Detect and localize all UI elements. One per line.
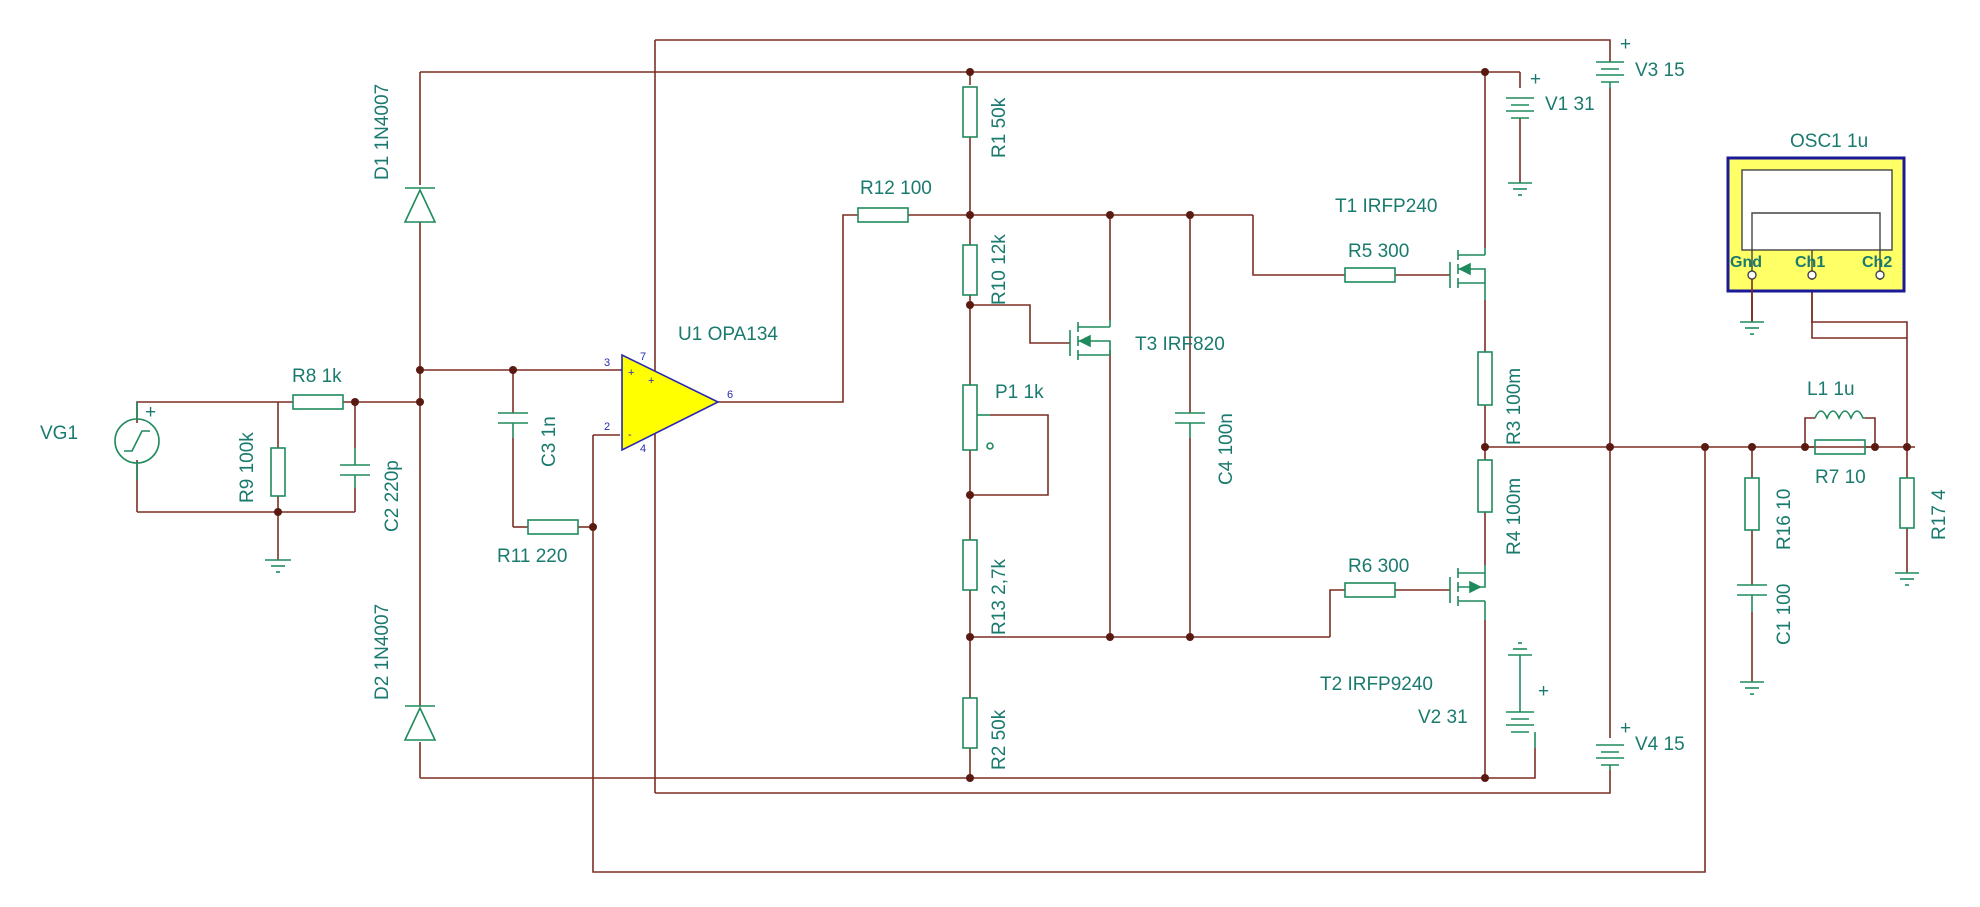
r7-resistor[interactable]: R7 10 xyxy=(1814,439,1866,488)
u1-opamp[interactable]: + + - 3 7 2 4 6 U1 OPA134 xyxy=(604,324,778,455)
p1-label: P1 1k xyxy=(995,382,1044,403)
r1-label: R1 50k xyxy=(989,97,1010,158)
r12-resistor[interactable]: R12 100 xyxy=(857,178,932,223)
c1-capacitor[interactable]: C1 100 xyxy=(1737,584,1795,695)
r17-resistor[interactable]: R17 4 xyxy=(1895,477,1950,586)
t2-mosfet[interactable]: T2 IRFP9240 xyxy=(1320,565,1486,695)
c2-label: C2 220p xyxy=(382,460,403,532)
v3-label: V3 15 xyxy=(1635,60,1685,81)
l1-label: L1 1u xyxy=(1807,379,1855,400)
c4-capacitor[interactable]: C4 100n xyxy=(1175,412,1237,485)
d2-diode[interactable]: D2 1N4007 xyxy=(372,604,437,741)
osc-gnd-terminal[interactable] xyxy=(1747,270,1757,280)
t1-mosfet[interactable]: T1 IRFP240 xyxy=(1335,196,1486,300)
vg1-label: VG1 xyxy=(40,423,78,444)
r10-label: R10 12k xyxy=(989,234,1010,305)
v2-plus-sign: + xyxy=(1538,681,1549,702)
r6-resistor[interactable]: R6 300 xyxy=(1344,556,1409,598)
t2-label: T2 IRFP9240 xyxy=(1320,674,1433,695)
osc-ch2-label: Ch2 xyxy=(1862,254,1892,271)
u1-pin-4: 4 xyxy=(640,443,646,455)
p1-potentiometer[interactable]: P1 1k xyxy=(962,382,1044,451)
r3-label: R3 100m xyxy=(1504,368,1525,445)
d2-label: D2 1N4007 xyxy=(372,604,393,700)
v4-label: V4 15 xyxy=(1635,734,1685,755)
v1-label: V1 31 xyxy=(1545,94,1595,115)
r9-resistor[interactable]: R9 100k xyxy=(237,432,286,503)
u1-pin-3: 3 xyxy=(604,357,610,369)
c3-capacitor[interactable]: C3 1n xyxy=(498,412,560,467)
l1-inductor[interactable]: L1 1u xyxy=(1807,379,1865,421)
r11-label: R11 220 xyxy=(497,546,567,567)
osc1-oscilloscope[interactable]: Gnd Ch1 Ch2 OSC1 1u xyxy=(1726,131,1906,335)
vg1-plus-sign: + xyxy=(145,402,156,423)
u1-pin-6: 6 xyxy=(727,389,733,401)
r17-label: R17 4 xyxy=(1929,489,1950,540)
r11-resistor[interactable]: R11 220 xyxy=(497,519,579,567)
u1-inv-mark: - xyxy=(628,429,632,441)
r16-label: R16 10 xyxy=(1774,489,1795,550)
v2-battery[interactable]: + V2 31 xyxy=(1418,642,1549,748)
osc-ch1-label: Ch1 xyxy=(1795,254,1825,271)
u1-label: U1 OPA134 xyxy=(678,324,778,345)
r16-resistor[interactable]: R16 10 xyxy=(1744,477,1795,550)
vg1-signal-source[interactable]: + VG1 xyxy=(40,402,160,480)
r5-resistor[interactable]: R5 300 xyxy=(1344,241,1409,283)
osc-ch1-terminal[interactable] xyxy=(1807,270,1817,280)
u1-noninv-mark-2: + xyxy=(648,375,654,387)
osc-ch2-terminal[interactable] xyxy=(1875,270,1885,280)
r4-label: R4 100m xyxy=(1504,478,1525,555)
r10-resistor[interactable]: R10 12k xyxy=(962,234,1010,305)
ground-symbol xyxy=(265,559,291,573)
c1-label: C1 100 xyxy=(1774,584,1795,645)
r13-label: R13 2,7k xyxy=(989,558,1010,635)
d1-diode[interactable]: D1 1N4007 xyxy=(372,84,437,223)
r2-label: R2 50k xyxy=(989,709,1010,770)
r1-resistor[interactable]: R1 50k xyxy=(962,86,1010,158)
r6-label: R6 300 xyxy=(1348,556,1409,577)
u1-noninv-mark: + xyxy=(628,367,634,379)
v4-plus-sign: + xyxy=(1620,718,1631,739)
r9-label: R9 100k xyxy=(237,432,258,503)
c4-label: C4 100n xyxy=(1216,413,1237,485)
u1-pin-7: 7 xyxy=(640,351,646,363)
r3-resistor[interactable]: R3 100m xyxy=(1477,351,1525,445)
v3-plus-sign: + xyxy=(1620,34,1631,55)
v1-plus-sign: + xyxy=(1530,69,1541,90)
v3-battery[interactable]: + V3 15 xyxy=(1596,34,1685,88)
r8-resistor[interactable]: R8 1k xyxy=(292,366,344,410)
osc-gnd-label: Gnd xyxy=(1730,254,1762,271)
r4-resistor[interactable]: R4 100m xyxy=(1477,459,1525,555)
r12-label: R12 100 xyxy=(860,178,932,199)
v1-battery[interactable]: + V1 31 xyxy=(1506,69,1595,196)
v4-battery[interactable]: + V4 15 xyxy=(1596,718,1685,770)
d1-label: D1 1N4007 xyxy=(372,84,393,180)
u1-pin-2: 2 xyxy=(604,421,610,433)
r2-resistor[interactable]: R2 50k xyxy=(962,697,1010,770)
c3-label: C3 1n xyxy=(539,416,560,467)
c2-capacitor[interactable]: C2 220p xyxy=(340,448,403,532)
t3-label: T3 IRF820 xyxy=(1135,334,1225,355)
v2-label: V2 31 xyxy=(1418,707,1468,728)
r5-label: R5 300 xyxy=(1348,241,1409,262)
junction-dots xyxy=(274,68,1911,782)
r8-label: R8 1k xyxy=(292,366,342,387)
t3-mosfet[interactable]: T3 IRF820 xyxy=(1069,320,1225,360)
t1-label: T1 IRFP240 xyxy=(1335,196,1437,217)
r7-label: R7 10 xyxy=(1815,467,1866,488)
osc1-label: OSC1 1u xyxy=(1790,131,1868,152)
r13-resistor[interactable]: R13 2,7k xyxy=(962,539,1010,635)
